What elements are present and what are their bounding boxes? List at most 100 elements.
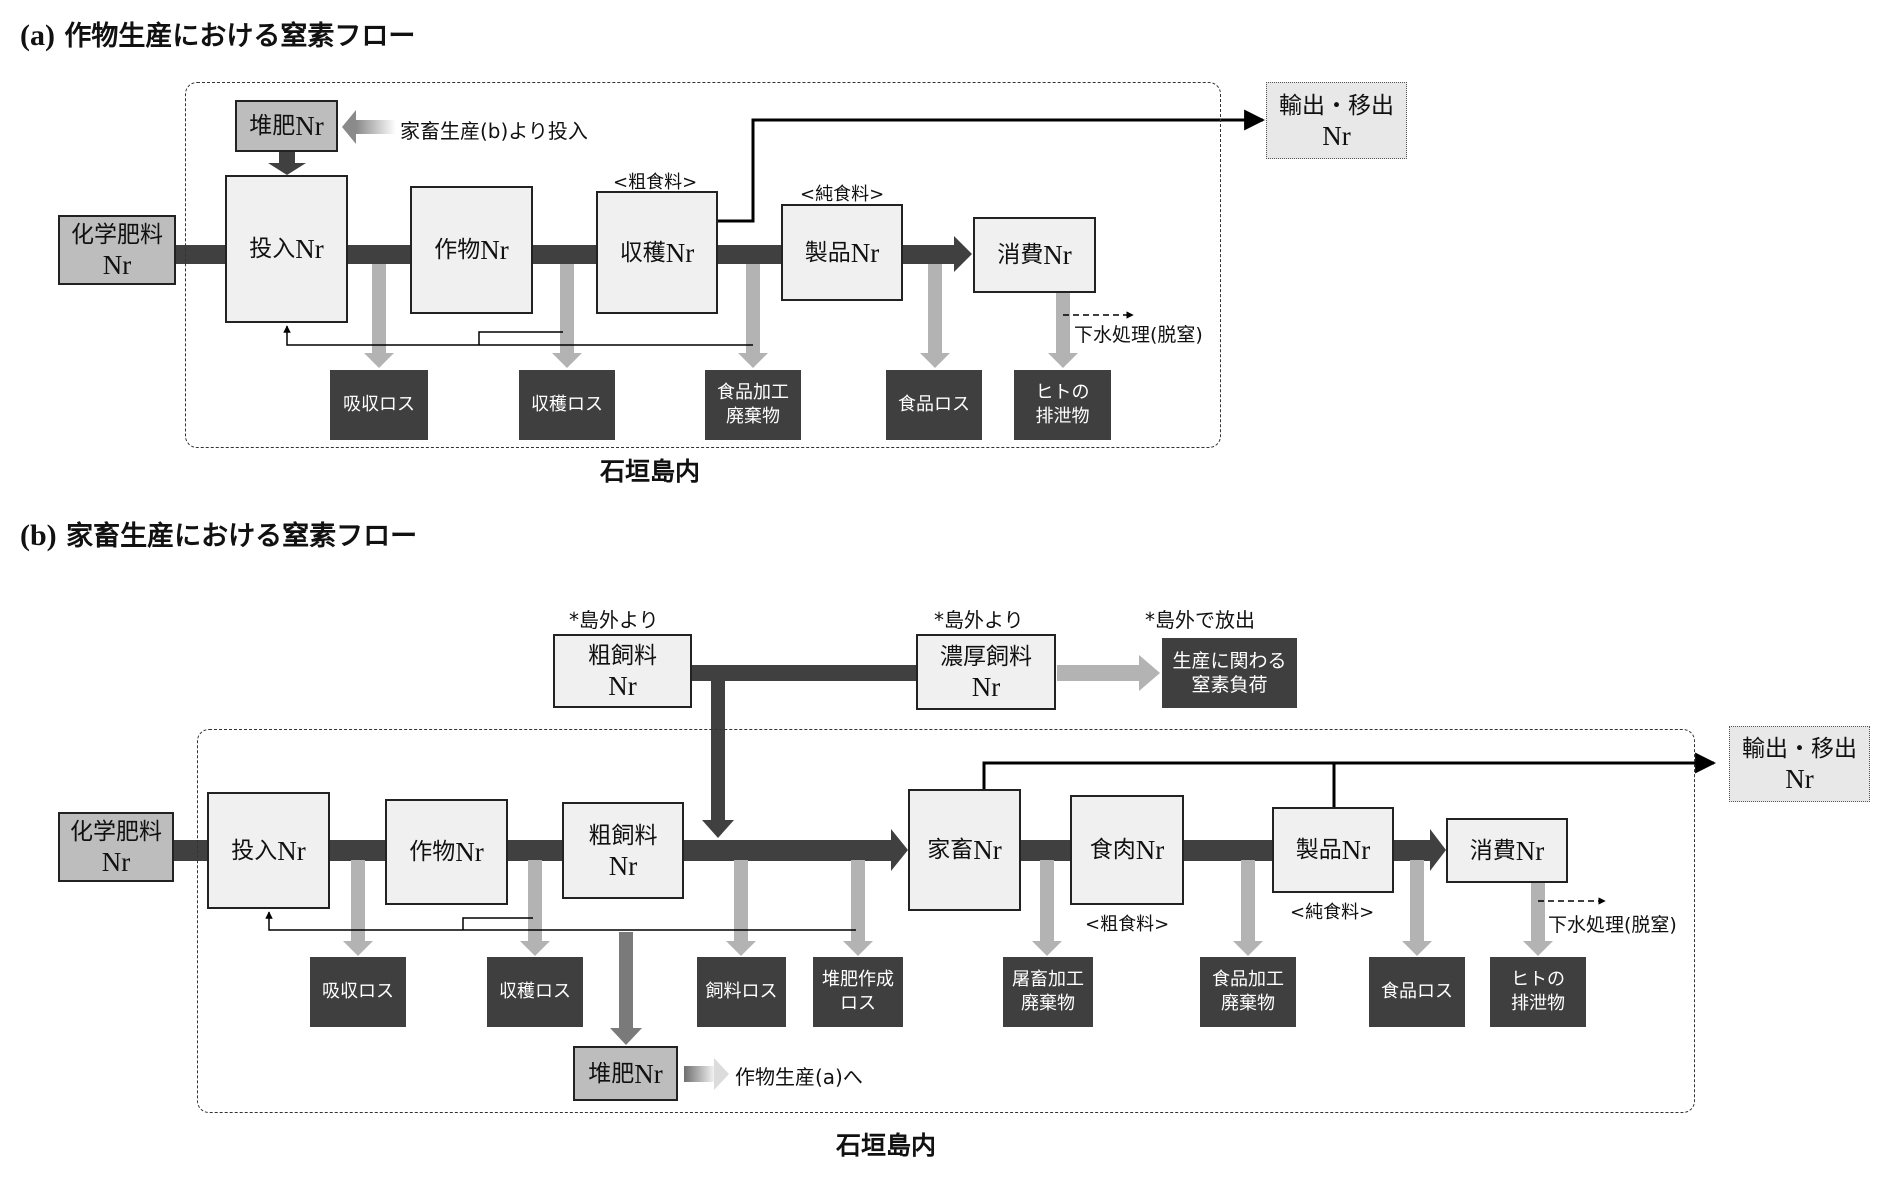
a-chem-fert-label: 化学肥料 bbox=[71, 222, 163, 248]
b-loss-arrow-slaughter-head bbox=[1032, 941, 1062, 956]
b-burden-arrow-bar bbox=[1057, 665, 1139, 681]
loss-label-2: 廃棄物 bbox=[1221, 993, 1275, 1014]
b-main-flow-arrowhead-1 bbox=[891, 829, 908, 871]
diagram-a-flows bbox=[176, 109, 1266, 368]
b-chem-fert-label: 化学肥料 bbox=[70, 819, 162, 845]
loss-label-2: ロス bbox=[840, 993, 876, 1014]
loss-label: 吸収ロス bbox=[322, 981, 394, 1002]
b-livestock-label: 家畜 bbox=[927, 837, 974, 863]
b-roughage-nr: Nr bbox=[608, 850, 638, 881]
a-export-line bbox=[718, 109, 1266, 223]
b-meat-nr: Nr bbox=[1135, 835, 1165, 865]
b-export-nr: Nr bbox=[1785, 764, 1814, 794]
b-loss-arrow-compost bbox=[851, 860, 865, 942]
b-stock-roughage-import: 粗飼料 Nr bbox=[553, 634, 692, 708]
a-crop-label: 作物 bbox=[434, 237, 481, 263]
loss-label: ヒトの bbox=[1035, 382, 1090, 403]
loss-label: 食品加工 bbox=[717, 382, 789, 403]
b-meat-label: 食肉 bbox=[1089, 837, 1136, 863]
b-loss-arrow-feed-head bbox=[726, 941, 756, 956]
a-loss-absorption: 吸収ロス bbox=[330, 370, 428, 440]
a-crude-food-label: <粗食料> bbox=[613, 172, 698, 193]
b-net-food-label: <純食料> bbox=[1290, 902, 1375, 923]
loss-label: 食品ロス bbox=[1381, 981, 1453, 1002]
a-compost-source-note: 家畜生産(b)より投入 bbox=[400, 119, 588, 143]
a-loss-food: 食品ロス bbox=[886, 370, 982, 440]
b-main-flow-bar-1 bbox=[174, 840, 892, 861]
b-burden-arrow-head bbox=[1139, 655, 1160, 691]
b-loss-arrow-absorb bbox=[351, 860, 365, 942]
b-production-nitrogen-burden: 生産に関わる 窒素負荷 bbox=[1162, 638, 1297, 708]
a-chem-fert-nr: Nr bbox=[102, 250, 132, 280]
b-compost-down-head bbox=[610, 1028, 642, 1045]
b-loss-arrow-compost-head bbox=[843, 941, 873, 956]
a-loss-arrow-processing bbox=[746, 264, 760, 354]
b-loss-arrow-excreta bbox=[1531, 883, 1545, 942]
b-consumption-nr: Nr bbox=[1515, 835, 1545, 866]
b-stock-concentrate-import: 濃厚飼料 Nr bbox=[916, 634, 1056, 710]
a-harvest-nr: Nr bbox=[665, 237, 695, 268]
a-input-nr: Nr bbox=[295, 234, 324, 264]
a-crop-nr: Nr bbox=[480, 235, 509, 265]
diagram-a-island-boundary bbox=[185, 82, 1221, 448]
diagram-b-region-label: 石垣島内 bbox=[836, 1131, 937, 1160]
b-loss-arrow-food-head bbox=[1402, 941, 1432, 956]
loss-label: 収穫ロス bbox=[531, 394, 603, 415]
b-loss-human-excreta: ヒトの 排泄物 bbox=[1490, 957, 1586, 1027]
a-main-flow-bar bbox=[176, 245, 954, 264]
b-compost-label: 堆肥 bbox=[588, 1060, 635, 1087]
a-loss-arrow-excreta bbox=[1056, 293, 1070, 354]
diagram-b-title: (b) 家畜生産における窒素フロー bbox=[20, 514, 417, 553]
loss-label-2: 廃棄物 bbox=[726, 406, 780, 427]
b-loss-arrow-slaughter bbox=[1040, 860, 1054, 942]
b-released-outside-note: *島外で放出 bbox=[1145, 608, 1255, 632]
b-from-outside-note-2: *島外より bbox=[934, 608, 1024, 632]
a-loss-arrow-food-head bbox=[920, 353, 950, 368]
b-feedback-line bbox=[265, 911, 856, 931]
loss-label: ヒトの bbox=[1511, 969, 1565, 990]
a-compost-source-arrow-head bbox=[342, 110, 356, 144]
b-loss-arrow-processing-head bbox=[1233, 941, 1263, 956]
a-loss-arrow-absorb-head bbox=[364, 353, 394, 368]
b-roughage-label: 粗飼料 bbox=[588, 822, 658, 849]
loss-label-2: 排泄物 bbox=[1035, 406, 1090, 427]
a-loss-arrow-processing-head bbox=[738, 353, 768, 368]
loss-label: 飼料ロス bbox=[705, 981, 778, 1002]
b-stock-export: 輸出・移出 Nr bbox=[1729, 726, 1870, 802]
b-crop-nr: Nr bbox=[455, 837, 484, 867]
b-loss-arrow-excreta-head bbox=[1523, 941, 1553, 956]
b-loss-harvest: 収穫ロス bbox=[487, 957, 583, 1027]
b-product-nr: Nr bbox=[1341, 835, 1371, 865]
a-compost-nr: Nr bbox=[295, 111, 324, 141]
a-loss-harvest: 収穫ロス bbox=[519, 370, 615, 440]
b-livestock-nr: Nr bbox=[973, 835, 1002, 865]
b-consumption-label: 消費 bbox=[1469, 837, 1516, 864]
b-loss-food-processing: 食品加工 廃棄物 bbox=[1200, 957, 1296, 1027]
a-compost-source-arrow-bar bbox=[356, 120, 396, 134]
diagram-a-title-prefix: (a) bbox=[20, 19, 55, 52]
a-product-nr: Nr bbox=[850, 237, 880, 268]
b-crop-label: 作物 bbox=[409, 839, 456, 865]
b-loss-compost-making: 堆肥作成 ロス bbox=[813, 957, 903, 1027]
b-roughage-import-nr: Nr bbox=[608, 671, 637, 701]
loss-label: 堆肥作成 bbox=[822, 969, 894, 990]
a-sewage-label: 下水処理(脱窒) bbox=[1074, 324, 1203, 346]
diagram-a-title: (a) 作物生産における窒素フロー bbox=[20, 14, 415, 53]
a-loss-arrow-harvest bbox=[560, 264, 574, 354]
a-loss-arrow-food bbox=[928, 264, 942, 354]
loss-label: 吸収ロス bbox=[343, 394, 415, 415]
a-loss-food-processing: 食品加工 廃棄物 bbox=[705, 370, 801, 440]
a-net-food-label: <純食料> bbox=[800, 184, 885, 205]
a-consumption-nr: Nr bbox=[1043, 240, 1072, 270]
a-loss-arrow-absorb bbox=[372, 264, 386, 354]
a-loss-arrow-excreta-head bbox=[1048, 353, 1078, 368]
burden-label: 生産に関わる bbox=[1172, 650, 1287, 672]
b-compost-dest-arrow-head bbox=[714, 1058, 729, 1090]
